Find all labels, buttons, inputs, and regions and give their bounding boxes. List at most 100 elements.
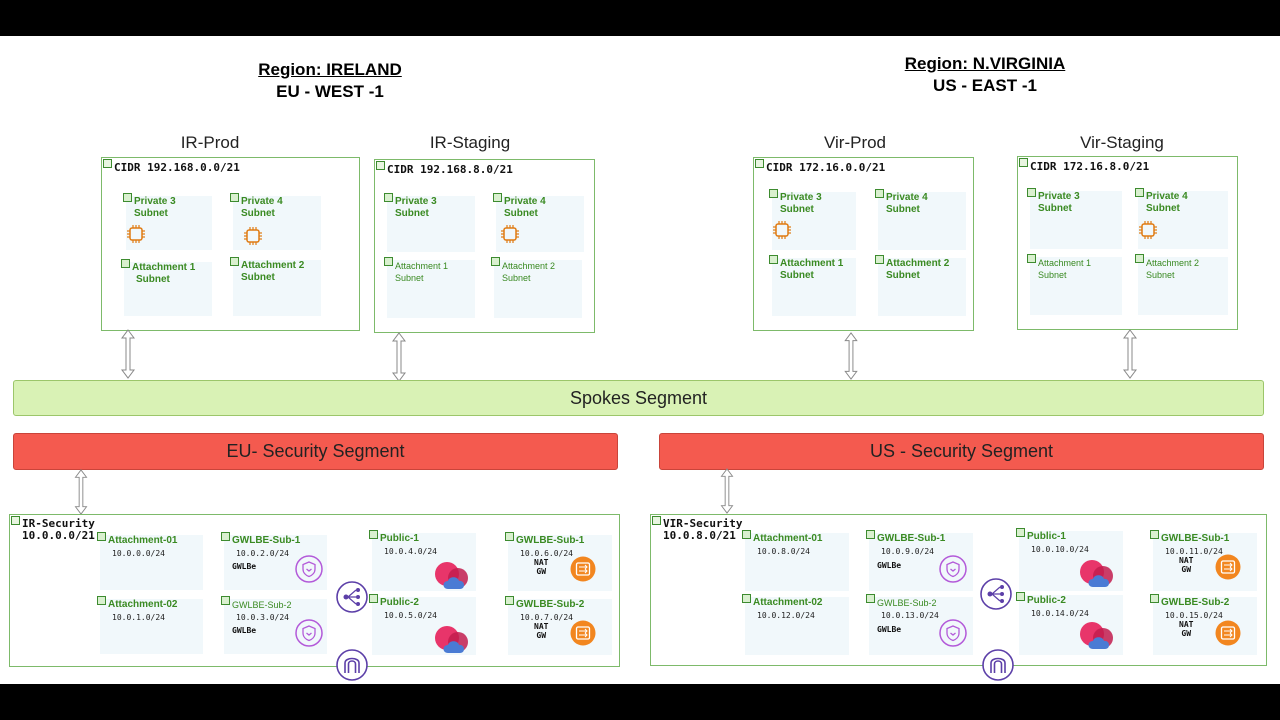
nat-gateway-icon	[1215, 620, 1241, 646]
subnet-icon	[369, 594, 378, 603]
subnet-gwlbe-sub-2: GWLBE-Sub-2 10.0.3.0/24 GWLBe	[221, 596, 327, 654]
subnet-icon	[1016, 528, 1025, 537]
subnet-icon	[123, 193, 132, 202]
subnet-cidr: 10.0.3.0/24	[236, 613, 289, 622]
subnet-cidr: 10.0.11.0/24	[1165, 547, 1223, 556]
subnet-public-2: Public-2 10.0.5.0/24	[369, 594, 476, 655]
gateway-load-balancer-icon	[980, 578, 1012, 610]
subnet-cidr: 10.0.6.0/24	[520, 549, 573, 558]
subnet-cidr: 10.0.4.0/24	[384, 547, 437, 556]
subnet-icon	[221, 532, 230, 541]
internet-gateway-icon	[982, 649, 1014, 681]
gwlb-endpoint-icon	[939, 619, 967, 647]
subnet-icon	[1027, 188, 1036, 197]
subnet-attachment-02: Attachment-02 10.0.1.0/24	[97, 596, 203, 654]
subnet-gwlbe-sub-1: GWLBE-Sub-1 10.0.2.0/24 GWLBe	[221, 532, 327, 590]
subnet-icon	[1150, 530, 1159, 539]
subnet-icon	[742, 530, 751, 539]
subnet-label: GWLBE-Sub-1	[516, 535, 585, 546]
subnet-attachment-01: Attachment-01 10.0.0.0/24	[97, 532, 203, 590]
subnet-label: GWLBE-Sub-2	[516, 599, 585, 610]
subnet-attachment-02: Attachment-02 10.0.12.0/24	[742, 594, 849, 655]
subnet-icon	[97, 596, 106, 605]
vpc-name-ir-prod: IR-Prod	[180, 133, 240, 152]
subnet-label: GWLBE-Sub-1	[232, 535, 301, 546]
gwlbe-label: GWLBe	[232, 626, 257, 635]
vpc-name-vir-staging: Vir-Staging	[1080, 133, 1164, 152]
subnet-label: GWLBE-Sub-2	[232, 600, 292, 610]
spokes-segment: Spokes Segment	[13, 380, 1264, 416]
gateway-load-balancer-icon	[336, 581, 368, 613]
subnet-label: Public-2	[380, 597, 419, 608]
subnet-icon	[769, 189, 778, 198]
gwlb-endpoint-icon	[939, 555, 967, 583]
nat-gateway-icon	[1215, 554, 1241, 580]
ec2-instance-icon	[127, 225, 145, 243]
subnet-cidr: 10.0.1.0/24	[112, 613, 165, 622]
vpc-icon	[11, 516, 20, 525]
vpc-icon	[755, 159, 764, 168]
region-virginia-title: Region: N.VIRGINIA US - EAST -1	[865, 53, 1105, 97]
subnet-label: GWLBE-Sub-2	[1161, 597, 1230, 608]
subnet-icon	[505, 532, 514, 541]
region-ireland-code: EU - WEST -1	[276, 82, 384, 101]
ec2-instance-icon	[773, 221, 791, 239]
subnet-cidr: 10.0.14.0/24	[1031, 609, 1089, 618]
firewall-cloud-icon	[1080, 560, 1113, 587]
vpc-icon	[1019, 158, 1028, 167]
gwlb-endpoint-icon	[295, 555, 323, 583]
subnet-icon	[875, 189, 884, 198]
subnet-cidr: 10.0.12.0/24	[757, 611, 815, 620]
subnet-label: Public-1	[1027, 531, 1066, 542]
segment-vpc-arrow-icon	[74, 469, 88, 515]
subnet-cidr: 10.0.7.0/24	[520, 613, 573, 622]
subnet-cidr: 10.0.5.0/24	[384, 611, 437, 620]
subnet-cidr: 10.0.9.0/24	[881, 547, 934, 556]
subnet-public-1: Public-1 10.0.10.0/24	[1016, 528, 1123, 591]
subnet-icon	[493, 193, 502, 202]
diagram-canvas: Region: IRELAND EU - WEST -1 Region: N.V…	[0, 36, 1280, 684]
subnet-icon	[1027, 254, 1036, 263]
firewall-cloud-icon	[435, 626, 468, 653]
vpc-spoke-arrow-icon	[844, 332, 858, 380]
gwlbe-label: GWLBe	[877, 625, 902, 634]
subnet-cidr: 10.0.13.0/24	[881, 611, 939, 620]
subnet-icon	[742, 594, 751, 603]
vpc-name-vir-prod: Vir-Prod	[823, 133, 887, 152]
subnet-icon	[1150, 594, 1159, 603]
region-virginia-code: US - EAST -1	[933, 76, 1037, 95]
subnet-cidr: 10.0.0.0/24	[112, 549, 165, 558]
subnet-icon	[384, 257, 393, 266]
subnet-gwlbe-sub-2: GWLBE-Sub-2 10.0.13.0/24 GWLBe	[866, 594, 973, 655]
subnet-public-2: Public-2 10.0.14.0/24	[1016, 592, 1123, 655]
subnet-icon	[1135, 254, 1144, 263]
vpc-spoke-arrow-icon	[121, 329, 135, 379]
gwlbe-label: GWLBe	[232, 562, 257, 571]
subnet-cidr: 10.0.15.0/24	[1165, 611, 1223, 620]
region-ireland-name: Region: IRELAND	[258, 60, 402, 79]
